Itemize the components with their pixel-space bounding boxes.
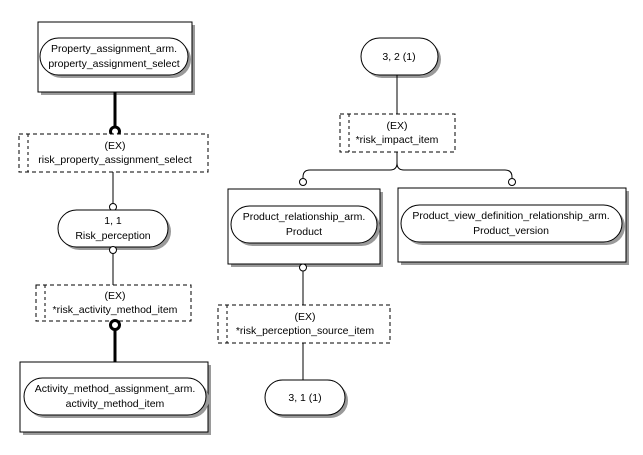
risk-property-select-dashed-outline <box>18 133 209 173</box>
node-risk-perception-source-item[interactable]: (EX) *risk_perception_source_item <box>217 304 391 344</box>
product-view-definition-label-line1: Product_view_definition_relationship_arm… <box>412 210 609 222</box>
connector-fork-right-branch <box>396 162 513 178</box>
activity-method-box-label-line1: Activity_method_assignment_arm. <box>35 383 196 395</box>
node-risk-impact-item[interactable]: (EX) *risk_impact_item <box>339 113 456 153</box>
page-ref-3-1-1-label: 3, 1 (1) <box>288 392 321 404</box>
ring-product-relationship-bottom <box>299 263 307 272</box>
node-risk-activity-method-item[interactable]: (EX) *risk_activity_method_item <box>35 284 192 322</box>
node-product-relationship-box[interactable]: Product_relationship_arm. Product <box>227 188 383 267</box>
product-relationship-oval <box>230 205 378 244</box>
schema-box-label-line1: Property_assignment_arm. <box>51 43 177 55</box>
node-property-assignment-schema-box[interactable]: Property_assignment_arm. property_assign… <box>37 21 195 95</box>
product-relationship-label-line1: Product_relationship_arm. <box>243 211 366 223</box>
product-view-definition-label-line2: Product_version <box>473 225 549 237</box>
node-risk-property-assignment-select[interactable]: (EX) risk_property_assignment_select <box>18 133 209 173</box>
ring-risk-perception-bottom <box>109 246 117 254</box>
ring-product-relationship-top <box>299 178 307 186</box>
risk-perception-label-line2: Risk_perception <box>75 230 150 242</box>
product-view-definition-oval <box>400 204 623 243</box>
node-page-ref-3-1-1[interactable]: 3, 1 (1) <box>264 379 348 418</box>
risk-activity-method-item-dashed-outline <box>35 284 192 322</box>
risk-perception-source-item-label-line1: (EX) <box>295 311 316 323</box>
risk-impact-item-label-line1: (EX) <box>387 120 408 132</box>
ring-risk-perception-top <box>109 203 117 211</box>
ring-activity-method-top <box>109 319 121 331</box>
node-product-view-definition-relationship-box[interactable]: Product_view_definition_relationship_arm… <box>397 187 629 265</box>
ring-product-view-definition-top <box>508 178 516 186</box>
activity-method-box-label-line2: activity_method_item <box>66 398 165 410</box>
risk-activity-method-item-label-line2: *risk_activity_method_item <box>53 304 178 316</box>
page-ref-3-2-1-label: 3, 2 (1) <box>382 51 415 63</box>
connector-fork-left-branch <box>302 152 398 178</box>
risk-perception-source-item-label-line2: *risk_perception_source_item <box>236 325 375 337</box>
risk-property-select-label-line2: risk_property_assignment_select <box>38 154 192 166</box>
node-page-ref-3-2-1[interactable]: 3, 2 (1) <box>360 37 441 78</box>
schema-oval <box>39 37 189 76</box>
activity-method-oval <box>23 377 207 416</box>
node-risk-perception[interactable]: 1, 1 Risk_perception <box>57 209 171 250</box>
risk-impact-item-label-line2: *risk_impact_item <box>356 134 439 146</box>
risk-property-select-label-line1: (EX) <box>105 140 126 152</box>
page-ref-3-2-1-oval <box>360 37 439 76</box>
risk-perception-label-line1: 1, 1 <box>104 215 122 227</box>
risk-perception-source-item-dashed-outline <box>217 304 391 344</box>
risk-activity-method-item-label-line1: (EX) <box>105 290 126 302</box>
node-activity-method-assignment-box[interactable]: Activity_method_assignment_arm. activity… <box>19 361 211 435</box>
product-relationship-label-line2: Product <box>286 226 322 238</box>
page-ref-3-1-1-oval <box>264 379 346 416</box>
risk-impact-item-dashed-outline <box>339 113 456 153</box>
schema-box-label-line2: property_assignment_select <box>48 58 179 70</box>
